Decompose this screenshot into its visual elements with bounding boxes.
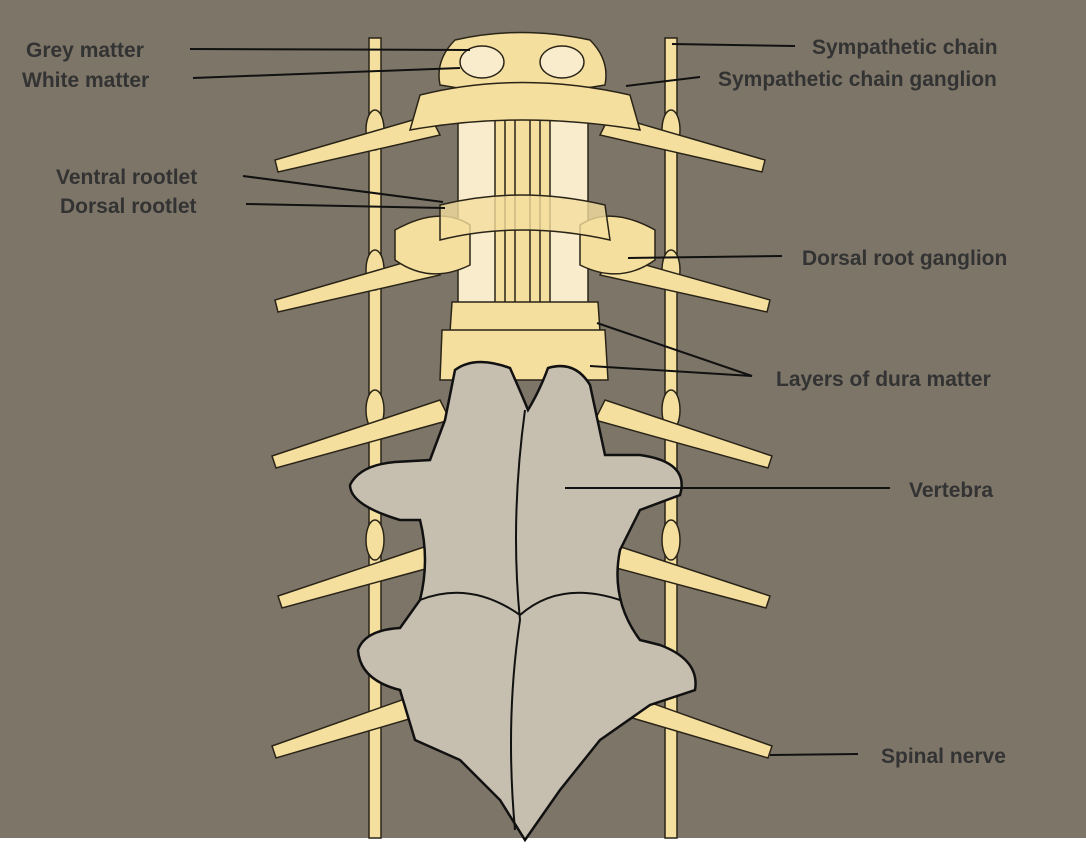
label-sympathetic-chain-ganglion: Sympathetic chain ganglion (718, 69, 997, 90)
label-ventral-rootlet: Ventral rootlet (56, 167, 197, 188)
grey-matter-right (540, 46, 584, 78)
dura-layer-inner (450, 302, 600, 332)
label-white-matter: White matter (22, 70, 149, 91)
bottom-white-strip (0, 838, 1086, 849)
label-spinal-nerve: Spinal nerve (881, 746, 1006, 767)
label-layers-of-dura-matter: Layers of dura matter (776, 369, 991, 390)
label-sympathetic-chain: Sympathetic chain (812, 37, 998, 58)
label-dorsal-rootlet: Dorsal rootlet (60, 196, 197, 217)
label-dorsal-root-ganglion: Dorsal root ganglion (802, 248, 1007, 269)
grey-matter-left (460, 46, 504, 78)
left-chain-ganglion-4 (366, 520, 384, 560)
label-vertebra: Vertebra (909, 480, 993, 501)
label-grey-matter: Grey matter (26, 40, 144, 61)
right-chain-ganglion-4 (662, 520, 680, 560)
